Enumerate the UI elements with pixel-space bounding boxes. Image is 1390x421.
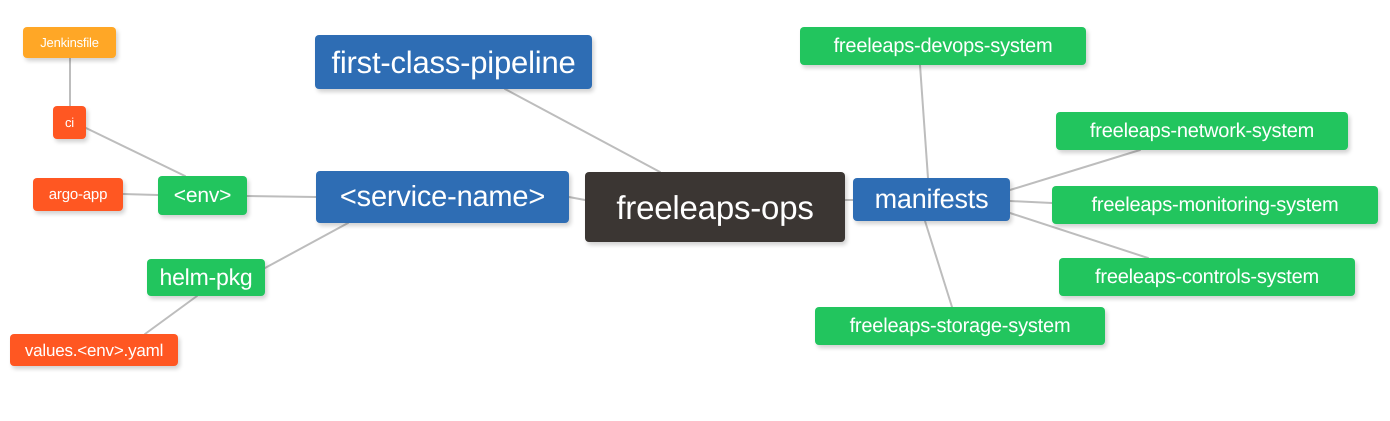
- node-manifests[interactable]: manifests: [853, 178, 1010, 221]
- edge-manifests-to-freeleaps-storage-system: [924, 220, 953, 308]
- edge-manifests-to-freeleaps-monitoring-system: [1009, 200, 1053, 204]
- node-label-service-name: <service-name>: [339, 180, 546, 213]
- node-label-freeleaps-controls-system: freeleaps-controls-system: [1095, 266, 1319, 288]
- edge-values-env-yaml-to-helm-pkg: [144, 295, 198, 335]
- node-label-env: <env>: [173, 184, 232, 207]
- node-ci[interactable]: ci: [53, 106, 86, 139]
- node-label-freeleaps-monitoring-system: freeleaps-monitoring-system: [1091, 194, 1339, 216]
- node-label-values-env-yaml: values.<env>.yaml: [24, 340, 164, 360]
- node-label-freeleaps-network-system: freeleaps-network-system: [1089, 120, 1315, 142]
- edge-helm-pkg-to-service-name: [264, 222, 349, 269]
- node-label-first-class-pipeline: first-class-pipeline: [331, 44, 576, 80]
- node-label-freeleaps-ops: freeleaps-ops: [616, 188, 814, 226]
- edge-env-to-service-name: [246, 195, 317, 198]
- node-freeleaps-controls-system[interactable]: freeleaps-controls-system: [1059, 258, 1355, 296]
- node-label-manifests: manifests: [874, 184, 989, 214]
- node-jenkinsfile[interactable]: Jenkinsfile: [23, 27, 116, 58]
- node-label-jenkinsfile: Jenkinsfile: [40, 35, 99, 50]
- node-label-freeleaps-storage-system: freeleaps-storage-system: [849, 315, 1071, 337]
- node-label-helm-pkg: helm-pkg: [159, 264, 253, 290]
- edge-argo-app-to-env: [122, 193, 159, 196]
- edge-manifests-to-freeleaps-devops-system: [919, 64, 929, 179]
- node-label-freeleaps-devops-system: freeleaps-devops-system: [833, 35, 1053, 57]
- node-service-name[interactable]: <service-name>: [316, 171, 569, 223]
- edge-ci-to-env: [85, 127, 186, 177]
- edge-service-name-to-freeleaps-ops: [568, 196, 586, 201]
- edge-manifests-to-freeleaps-network-system: [1009, 149, 1141, 191]
- node-label-argo-app: argo-app: [48, 186, 108, 203]
- node-values-env-yaml[interactable]: values.<env>.yaml: [10, 334, 178, 366]
- node-first-class-pipeline[interactable]: first-class-pipeline: [315, 35, 592, 89]
- node-freeleaps-network-system[interactable]: freeleaps-network-system: [1056, 112, 1348, 150]
- node-freeleaps-storage-system[interactable]: freeleaps-storage-system: [815, 307, 1105, 345]
- node-helm-pkg[interactable]: helm-pkg: [147, 259, 265, 296]
- node-freeleaps-devops-system[interactable]: freeleaps-devops-system: [800, 27, 1086, 65]
- node-freeleaps-ops[interactable]: freeleaps-ops: [585, 172, 845, 242]
- node-label-ci: ci: [65, 115, 74, 130]
- edge-first-class-pipeline-to-freeleaps-ops: [504, 88, 661, 173]
- node-argo-app[interactable]: argo-app: [33, 178, 123, 211]
- node-env[interactable]: <env>: [158, 176, 247, 215]
- node-freeleaps-monitoring-system[interactable]: freeleaps-monitoring-system: [1052, 186, 1378, 224]
